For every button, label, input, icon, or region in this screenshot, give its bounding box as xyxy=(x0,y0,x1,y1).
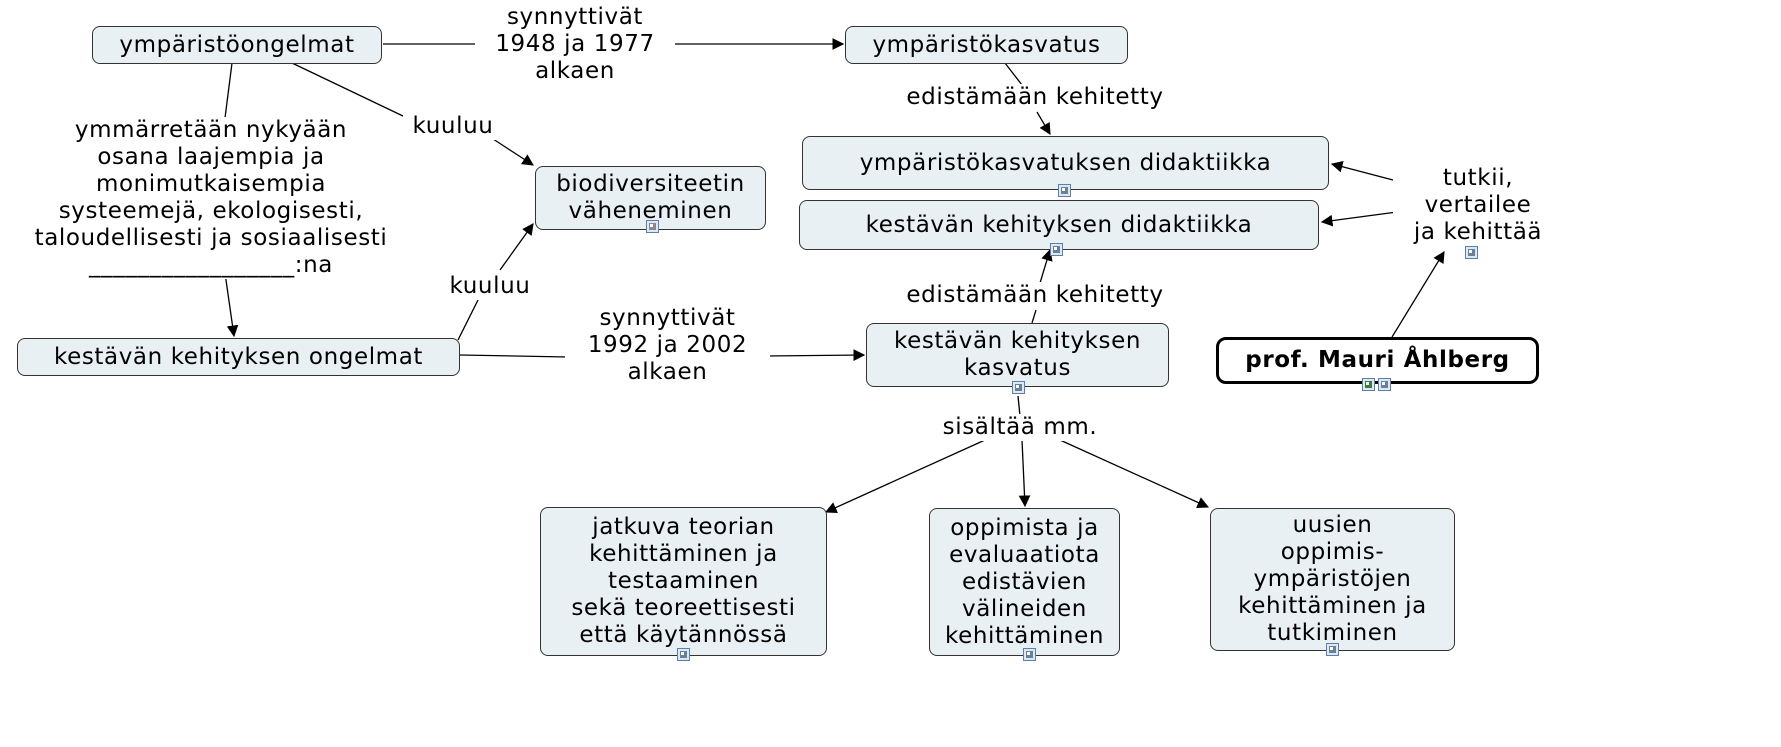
image-resource-icon[interactable] xyxy=(1362,378,1375,391)
concept-biodiversiteetin-vaheneminen[interactable]: biodiversiteetin väheneminen xyxy=(535,166,766,230)
link-ymmarretaan-nykyaan: ymmärretään nykyään osana laajempia ja m… xyxy=(5,117,417,279)
link-sisaltaa-mm: sisältää mm. xyxy=(920,414,1120,441)
link-tutkii-vertailee: tutkii, vertailee ja kehittää xyxy=(1393,165,1563,246)
document-resource-icon[interactable] xyxy=(1050,243,1063,256)
concept-uusien-oppimisymparistojen[interactable]: uusien oppimis- ympäristöjen kehittämine… xyxy=(1210,508,1455,651)
link-line xyxy=(291,62,406,118)
concept-kestavan-kehityksen-ongelmat[interactable]: kestävän kehityksen ongelmat xyxy=(17,338,460,376)
link-synnyttivat-1948: synnyttivät 1948 ja 1977 alkaen xyxy=(475,4,675,85)
concept-kestavan-kehityksen-didaktiikka[interactable]: kestävän kehityksen didaktiikka xyxy=(799,200,1319,250)
document-resource-icon[interactable] xyxy=(1058,184,1071,197)
link-line xyxy=(224,272,239,338)
link-line xyxy=(1018,439,1031,508)
document-resource-icon[interactable] xyxy=(677,648,690,661)
document-resource-icon[interactable] xyxy=(1465,246,1478,259)
link-line xyxy=(1004,62,1023,86)
link-line xyxy=(1017,395,1021,417)
link-line xyxy=(489,136,534,166)
concept-prof-mauri-ahlberg[interactable]: prof. Mauri Åhlberg xyxy=(1216,337,1539,384)
link-line xyxy=(764,349,866,361)
link-line xyxy=(1036,111,1051,136)
link-edistamaan-kehitetty-1: edistämään kehitetty xyxy=(880,84,1190,111)
link-line xyxy=(459,354,569,358)
link-line xyxy=(224,62,233,119)
link-line xyxy=(499,223,534,271)
link-line xyxy=(1391,251,1445,338)
link-line xyxy=(1059,439,1210,508)
document-resource-icon[interactable] xyxy=(1012,381,1025,394)
link-synnyttivat-1992: synnyttivät 1992 ja 2002 alkaen xyxy=(565,305,770,386)
concept-jatkuva-teorian-kehittaminen[interactable]: jatkuva teorian kehittäminen ja testaami… xyxy=(540,507,827,656)
link-line xyxy=(1320,211,1398,227)
concept-ymparistokasvatuksen-didaktiikka[interactable]: ympäristökasvatuksen didaktiikka xyxy=(802,136,1329,190)
document-resource-icon[interactable] xyxy=(1326,643,1339,656)
link-kuuluu-1: kuuluu xyxy=(403,113,503,140)
concept-ymparistokasvatus[interactable]: ympäristökasvatus xyxy=(845,26,1128,64)
submap-tree-icon[interactable] xyxy=(646,220,659,233)
concept-ymparistoongelmat[interactable]: ympäristöongelmat xyxy=(92,26,382,64)
link-line xyxy=(824,439,986,513)
link-line xyxy=(457,299,479,341)
link-line xyxy=(1039,248,1053,284)
link-line xyxy=(1330,161,1394,181)
link-edistamaan-kehitetty-2: edistämään kehitetty xyxy=(880,282,1190,309)
document-resource-icon[interactable] xyxy=(1023,648,1036,661)
concept-kestavan-kehityksen-kasvatus[interactable]: kestävän kehityksen kasvatus xyxy=(866,323,1169,387)
link-line xyxy=(1031,309,1037,324)
document-resource-icon[interactable] xyxy=(1378,378,1391,391)
concept-oppimista-ja-evaluaatiota[interactable]: oppimista ja evaluaatiota edistävien väl… xyxy=(929,508,1120,656)
link-kuuluu-2: kuuluu xyxy=(440,273,540,300)
